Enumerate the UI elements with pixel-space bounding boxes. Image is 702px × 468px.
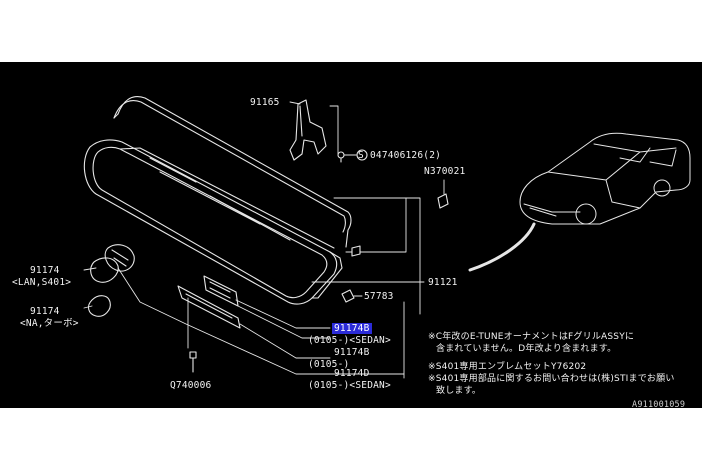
- note-line-3: ※S401専用エンブレムセットY76202: [428, 362, 587, 372]
- grille-frame: [83, 139, 343, 305]
- note-line-2: 含まれていません。D年改より含まれます。: [436, 344, 617, 354]
- label-91174-na-note: <NA,ターボ>: [20, 318, 79, 329]
- note-line-5: 致します。: [436, 386, 482, 396]
- bracket-part: [289, 99, 327, 161]
- label-0105: (0105-): [308, 359, 350, 370]
- note-line-4: ※S401専用部品に関するお問い合わせは(株)STIまでお願い: [428, 374, 675, 384]
- screw-symbol: S: [358, 150, 364, 161]
- note-line-1: ※C年改のE-TUNEオーナメントはFグリルASSYに: [428, 332, 635, 342]
- parts-drawing: [83, 96, 691, 379]
- clip-part: [437, 193, 449, 209]
- pointer-curve: [468, 222, 536, 272]
- label-91174b-highlight[interactable]: 91174B: [332, 323, 372, 334]
- top-molding: [113, 96, 352, 248]
- label-0105-sedan-1: (0105-)<SEDAN>: [308, 335, 391, 346]
- label-91165: 91165: [250, 97, 280, 108]
- diagram-canvas: 91165 S 047406126(2) N370021 91174 <LAN,…: [0, 62, 702, 408]
- label-91174-na: 91174: [30, 306, 60, 317]
- emblem-na: [87, 295, 111, 317]
- label-91121: 91121: [428, 277, 458, 288]
- figure-code: A911001059: [632, 400, 686, 408]
- label-q740006: Q740006: [170, 380, 212, 391]
- car-illustration: [519, 132, 691, 225]
- ornament-plates: [177, 275, 241, 329]
- label-91174b: 91174B: [334, 347, 370, 358]
- label-91174d: 91174D: [334, 368, 370, 379]
- bolt-bottom: [189, 351, 197, 373]
- label-57783: 57783: [364, 291, 394, 302]
- leader-lines: [83, 101, 445, 379]
- label-91174-lan-note: <LAN,S401>: [12, 277, 72, 288]
- emblem-lan: [90, 244, 135, 283]
- label-n370021: N370021: [424, 166, 466, 177]
- clip-57783: [341, 289, 355, 303]
- bolt-mid: [345, 245, 361, 257]
- label-0105-sedan-2: (0105-)<SEDAN>: [308, 380, 391, 391]
- label-91174-lan: 91174: [30, 265, 60, 276]
- label-047406126: 047406126(2): [370, 150, 442, 161]
